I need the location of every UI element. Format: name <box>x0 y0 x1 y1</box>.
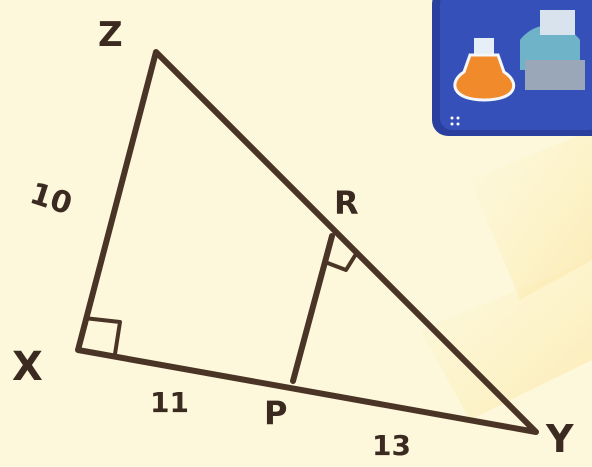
vertex-label-r: R <box>334 184 359 222</box>
right-angle-mark-x <box>83 316 122 355</box>
right-angle-mark-r <box>324 252 358 272</box>
thumbnail-image <box>432 0 592 136</box>
background-decoration <box>420 130 592 420</box>
vertex-label-p: P <box>264 394 287 432</box>
length-label-zx: 10 <box>26 176 77 222</box>
vertex-label-y: Y <box>545 417 574 461</box>
segment-pr <box>290 233 335 384</box>
vertex-label-z: Z <box>98 15 123 55</box>
vertex-label-x: X <box>12 344 43 390</box>
length-label-py: 13 <box>372 429 411 462</box>
length-label-xp: 11 <box>150 386 189 419</box>
chemistry-flask-icon <box>453 10 585 102</box>
triangle-xyz <box>75 49 539 435</box>
